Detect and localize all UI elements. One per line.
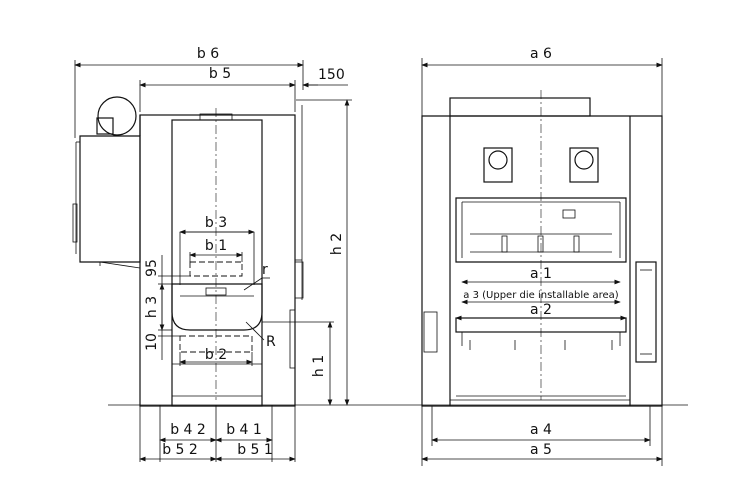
dim-a3: a 3 (Upper die installable area)	[463, 290, 618, 301]
dim-b6: b 6	[197, 46, 219, 62]
gauge-right	[569, 147, 599, 183]
front-slide	[455, 197, 627, 263]
dim-b1: b 1	[205, 238, 227, 254]
gauge-left	[483, 147, 513, 183]
control-panel	[635, 261, 657, 363]
label-R: R	[266, 334, 276, 350]
dim-b3: b 3	[205, 215, 227, 231]
dim-b2: b 2	[205, 347, 227, 363]
dim-b41: b 4 1	[226, 422, 262, 438]
motor	[96, 96, 137, 136]
dim-h2: h 2	[329, 233, 345, 255]
dim-a2: a 2	[530, 302, 552, 318]
dim-h3: h 3	[144, 296, 160, 318]
upper-die	[189, 261, 243, 277]
dim-a4: a 4	[530, 422, 552, 438]
dim-95: 95	[144, 259, 160, 277]
dim-b51: b 5 1	[237, 442, 273, 458]
dim-b42: b 4 2	[170, 422, 206, 438]
dim-a1: a 1	[530, 266, 552, 282]
lower-die	[179, 335, 253, 353]
dim-150: 150	[318, 67, 345, 83]
label-r: r	[262, 262, 268, 278]
dim-10: 10	[144, 333, 160, 351]
slide-block	[171, 283, 263, 331]
drive-box	[79, 135, 141, 263]
side-window	[171, 119, 263, 407]
side-view: b 6 b 5 150 h 2 h 1 b 3 b 1 b 2	[72, 46, 352, 462]
dim-b52: b 5 2	[162, 442, 198, 458]
front-view: a 6 a 1 a 3 (Upper die installable area)…	[421, 46, 663, 466]
dim-a6: a 6	[530, 46, 552, 62]
dim-a5: a 5	[530, 442, 552, 458]
front-crown	[449, 97, 591, 117]
dim-h1: h 1	[311, 355, 327, 377]
dim-b5: b 5	[209, 66, 231, 82]
